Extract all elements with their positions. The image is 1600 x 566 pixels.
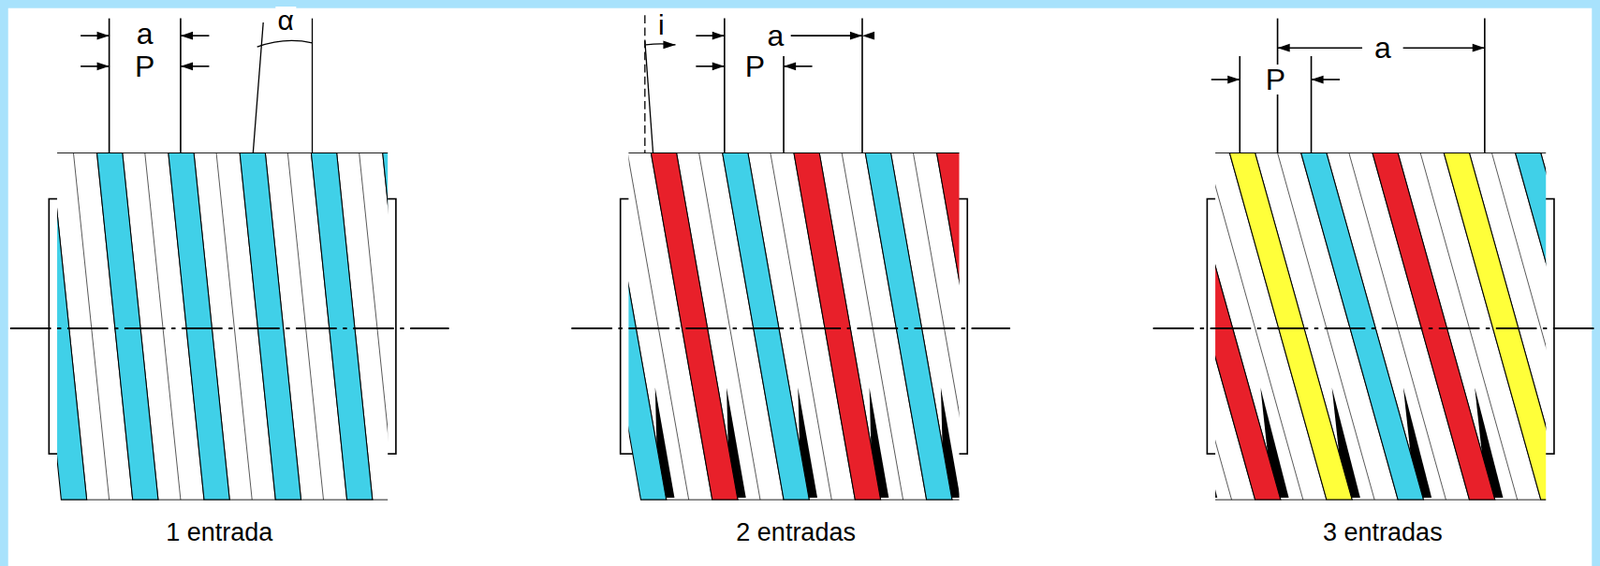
- dimension-label: α: [276, 6, 296, 35]
- caption-label: 3 entradas: [1321, 519, 1445, 545]
- dimension-label: i: [656, 11, 667, 40]
- dimension-label: a: [764, 20, 786, 51]
- dimension-label: a: [134, 18, 156, 49]
- dimension-label: a: [1372, 32, 1394, 63]
- caption-label: 2 entradas: [733, 519, 858, 545]
- dimension-label: P: [1263, 64, 1288, 95]
- dimension-label: P: [132, 51, 157, 82]
- caption-label: 1 entrada: [163, 519, 275, 545]
- dimension-label: P: [743, 51, 767, 82]
